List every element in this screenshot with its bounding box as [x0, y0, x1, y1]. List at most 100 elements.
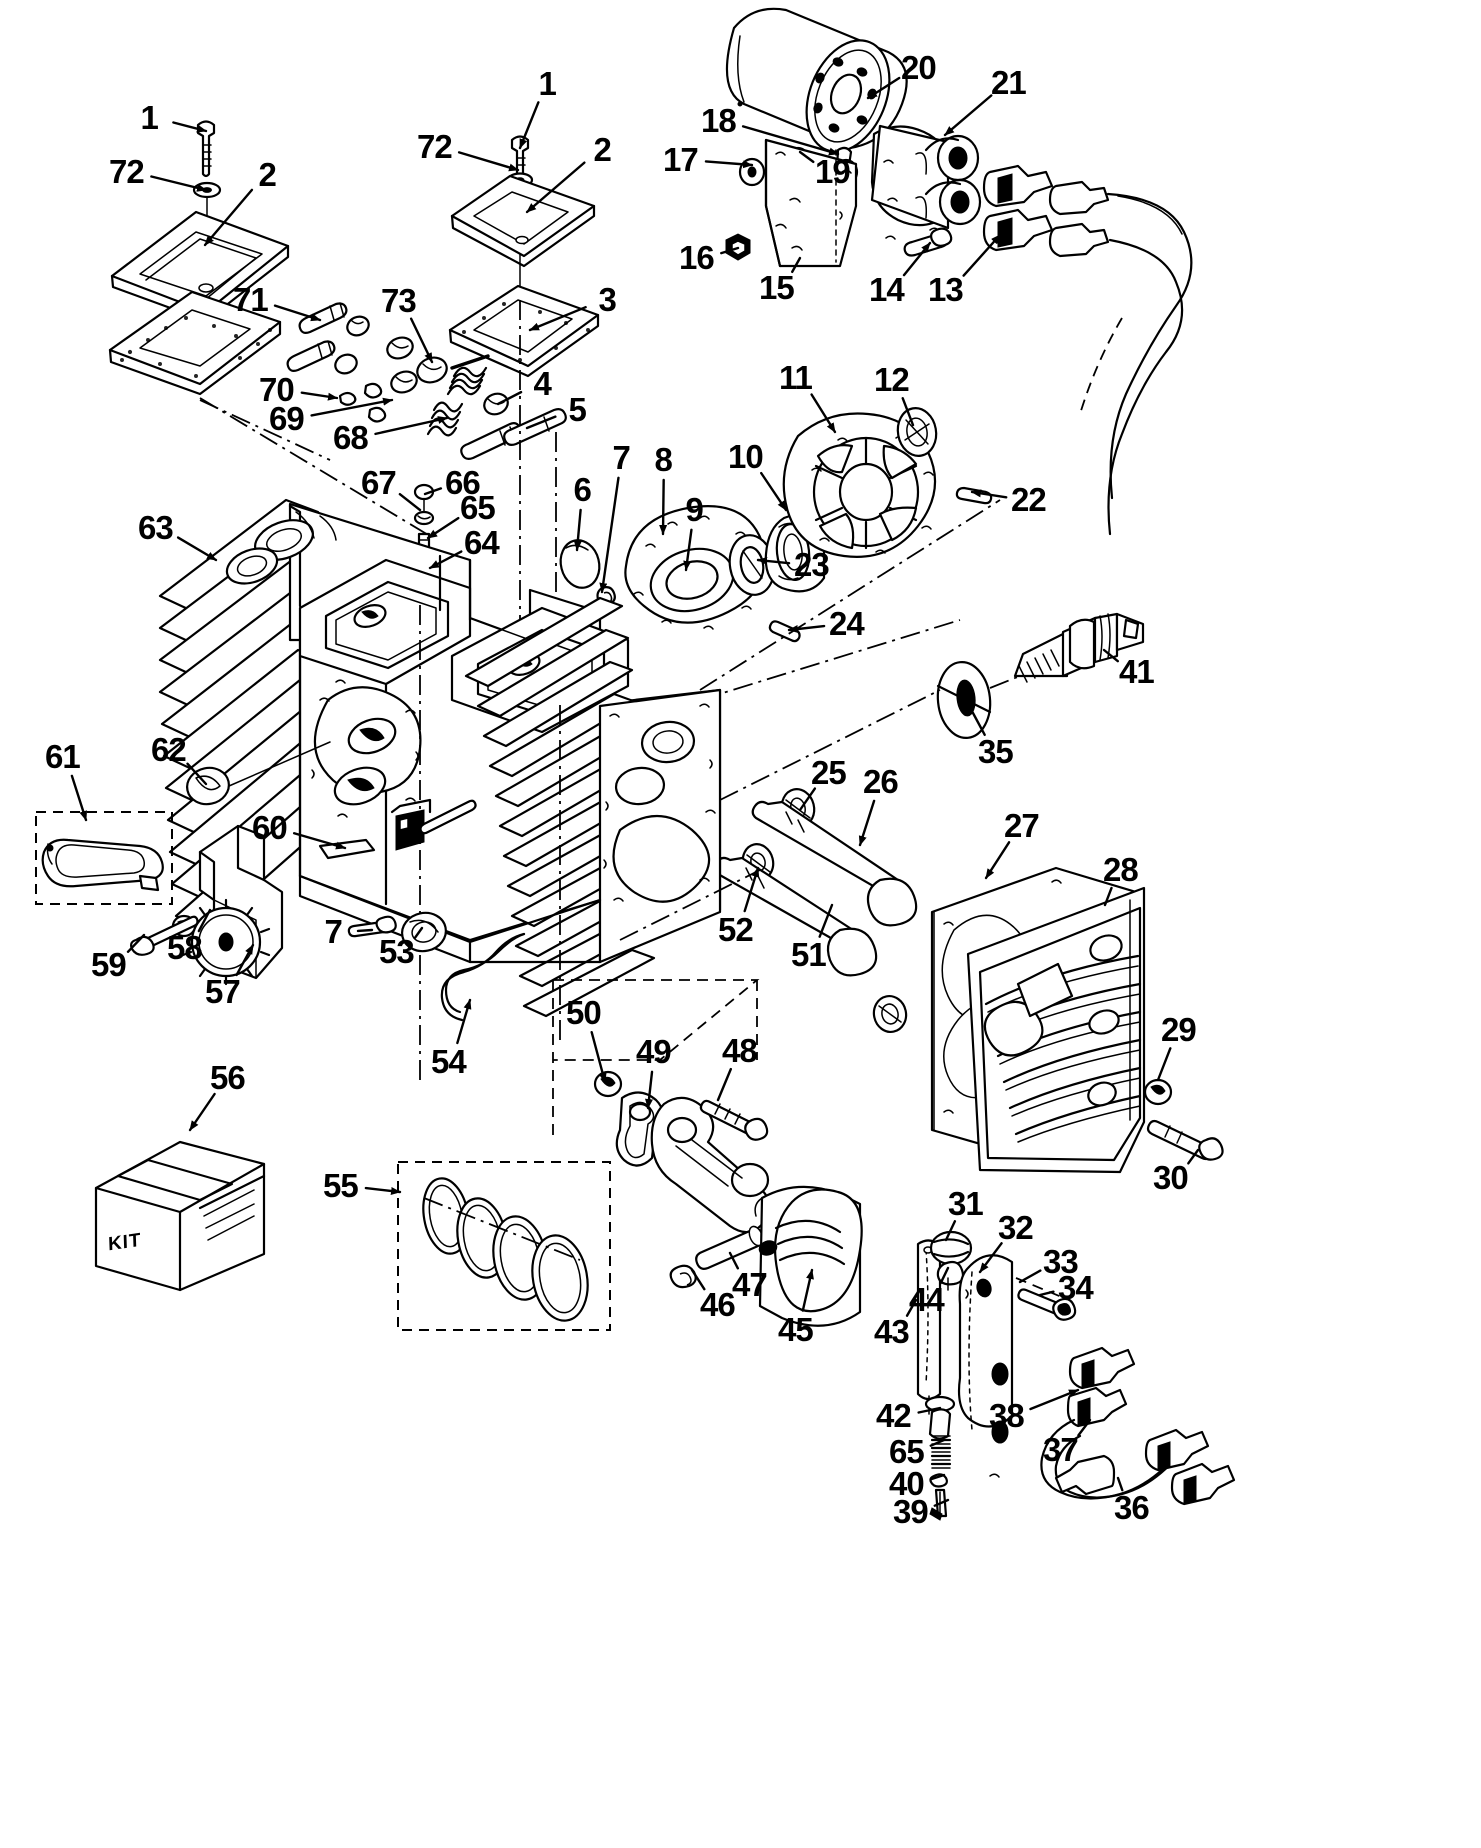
callout-37: 37 — [1043, 1431, 1079, 1468]
leader-20 — [866, 76, 901, 100]
callout-38: 38 — [989, 1397, 1025, 1434]
callout-17: 17 — [663, 141, 699, 178]
callout-11: 11 — [779, 359, 813, 396]
cylinder-head-assembly — [930, 866, 1224, 1174]
leader-42 — [917, 1406, 942, 1414]
oil-filter-assembly — [725, 7, 1193, 536]
cylinder-deck-left — [298, 558, 472, 686]
breather-cover-assembly-right — [448, 135, 600, 378]
leader-2 — [203, 188, 254, 247]
leader-11 — [810, 393, 837, 434]
callout-33: 33 — [1043, 1243, 1079, 1280]
leader-37 — [1077, 1418, 1092, 1437]
callout-34: 34 — [1058, 1269, 1094, 1306]
leader-32 — [978, 1242, 1003, 1274]
leader-23 — [756, 556, 791, 565]
leader-5 — [525, 415, 557, 430]
leader-67 — [398, 492, 422, 512]
leader-69 — [310, 397, 394, 417]
control-bracket-assembly — [916, 1230, 1077, 1521]
leader-7 — [599, 476, 620, 594]
callout-56: 56 — [210, 1059, 246, 1096]
breather-tube-54 — [440, 932, 526, 1022]
leader-8 — [659, 478, 668, 536]
leader-1 — [518, 101, 540, 150]
callout-40: 40 — [889, 1465, 925, 1502]
leader-2 — [525, 161, 586, 214]
callout-64: 64 — [464, 524, 500, 561]
leader-4 — [496, 390, 523, 406]
callout-21: 21 — [991, 64, 1027, 101]
leader-39 — [933, 1498, 950, 1507]
leader-58 — [197, 908, 212, 933]
callout-39: 39 — [893, 1493, 929, 1530]
leader-21 — [943, 94, 993, 137]
leader-73 — [409, 317, 434, 364]
callout-48: 48 — [722, 1032, 758, 1069]
callout-41: 41 — [1119, 653, 1155, 690]
leader-65 — [929, 1438, 946, 1447]
callout-6: 6 — [573, 471, 592, 508]
leader-29 — [1156, 1047, 1172, 1082]
leader-56 — [188, 1092, 216, 1132]
leader-27 — [984, 841, 1011, 880]
leader-41 — [1102, 648, 1120, 663]
callout-15: 15 — [759, 269, 795, 306]
leader-10 — [760, 471, 788, 512]
callout-27: 27 — [1004, 807, 1040, 844]
leader-17 — [704, 160, 754, 169]
callout-65: 65 — [889, 1433, 925, 1470]
piston-assembly — [669, 1185, 863, 1327]
hose-fitting-14 — [903, 227, 953, 257]
leader-54 — [456, 998, 472, 1045]
callout-leader-lines — [70, 76, 1200, 1507]
valve-spring-upper — [446, 354, 490, 396]
callout-63: 63 — [138, 509, 174, 546]
callout-70: 70 — [259, 371, 295, 408]
callout-49: 49 — [636, 1033, 672, 1070]
callout-2: 2 — [593, 131, 612, 168]
callout-4: 4 — [533, 365, 552, 402]
block-front-face — [298, 654, 477, 906]
leader-55 — [364, 1186, 402, 1195]
connecting-rod-assembly — [552, 979, 908, 1234]
leader-51 — [818, 903, 834, 938]
callout-36: 36 — [1114, 1489, 1150, 1526]
leader-52 — [743, 866, 760, 913]
leader-63 — [176, 536, 218, 562]
leader-49 — [645, 1070, 654, 1110]
callout-67: 67 — [361, 464, 397, 501]
callout-55: 55 — [323, 1167, 359, 1204]
bracket-plate-32 — [957, 1254, 1014, 1478]
oil-filter-bracket — [764, 138, 858, 268]
callout-45: 45 — [778, 1311, 814, 1348]
leader-18 — [741, 125, 840, 156]
leader-33 — [1018, 1269, 1042, 1284]
leader-30 — [1187, 1148, 1200, 1165]
leader-59 — [126, 933, 146, 953]
leader-45 — [801, 1268, 814, 1312]
leader-44 — [939, 1266, 950, 1285]
leader-19 — [798, 150, 815, 164]
leader-46 — [690, 1268, 706, 1291]
leader-40 — [930, 1473, 946, 1481]
callout-46: 46 — [700, 1286, 736, 1323]
cylinder-head-28 — [966, 886, 1146, 1174]
leader-14 — [902, 241, 932, 277]
callout-62: 62 — [151, 731, 187, 768]
leader-65 — [426, 516, 460, 540]
leader-70 — [300, 391, 339, 401]
spark-plug — [1013, 612, 1145, 683]
callout-25: 25 — [811, 754, 847, 791]
callout-65: 65 — [460, 489, 496, 526]
leader-6 — [573, 508, 582, 552]
kit-box-label: KIT — [107, 1229, 142, 1256]
ring-set-inset-55 — [397, 1161, 611, 1331]
callout-50: 50 — [566, 994, 602, 1031]
callout-60: 60 — [252, 809, 288, 846]
callout-5: 5 — [568, 391, 587, 428]
leader-15 — [790, 256, 802, 274]
leader-60 — [292, 832, 347, 850]
leader-68 — [374, 416, 449, 436]
callout-3: 3 — [598, 281, 617, 318]
